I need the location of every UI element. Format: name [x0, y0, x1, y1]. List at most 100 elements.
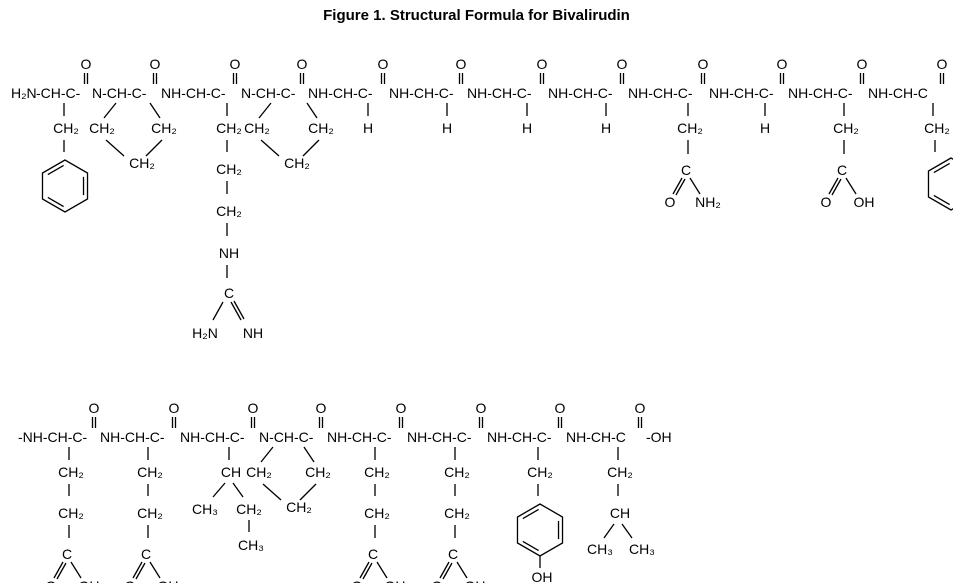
side-chain-double-bond [53, 561, 64, 579]
carbonyl-oxygen: O [857, 56, 868, 72]
methyl-group: CH₃ [192, 501, 218, 517]
backbone-pro-residue: N-CH-C- [92, 85, 147, 101]
proline-ch2: CH₂ [151, 120, 177, 136]
carbonyl-oxygen: O [555, 400, 566, 416]
bond [105, 139, 125, 157]
bond [258, 102, 272, 119]
backbone-pro-residue: N-CH-C- [241, 85, 296, 101]
side-chain-carbon: C [62, 546, 72, 562]
ring-double-bond [933, 194, 950, 206]
side-chain-ch2: CH₂ [527, 464, 553, 480]
backbone-glu-residue: NH-CH-C- [327, 429, 392, 445]
carbonyl-oxygen: O [617, 56, 628, 72]
side-chain-ch2: CH₂ [58, 464, 84, 480]
glycine-hydrogen: H [522, 120, 532, 136]
side-chain-double-bond [672, 177, 683, 195]
side-chain-ch2: CH₂ [216, 120, 242, 136]
side-chain-double-bond [675, 178, 686, 196]
backbone-pro-residue: N-CH-C- [259, 429, 314, 445]
carbonyl-oxygen: O [150, 56, 161, 72]
side-chain-carbon: C [141, 546, 151, 562]
guanidino-amine: H₂N [192, 325, 218, 341]
proline-ch2: CH₂ [246, 464, 272, 480]
side-chain-oxygen: O [125, 578, 136, 583]
side-chain-ch2: CH₂ [444, 505, 470, 521]
carbonyl-oxygen: O [937, 56, 948, 72]
backbone-glu-residue: NH-CH-C- [100, 429, 165, 445]
backbone-gly-residue: NH-CH-C- [308, 85, 373, 101]
phenol-ring [516, 503, 564, 557]
bond [689, 177, 701, 195]
side-chain-ch2: CH₂ [924, 120, 950, 136]
hydroxyl-group: OH [854, 194, 875, 210]
bond [376, 561, 388, 579]
hydroxyl-group: OH [79, 578, 100, 583]
side-chain-double-bond [828, 177, 839, 195]
glycine-hydrogen: H [442, 120, 452, 136]
backbone-ile-residue: NH-CH-C- [180, 429, 245, 445]
proline-ch2: CH₂ [284, 155, 310, 171]
carbonyl-oxygen: O [777, 56, 788, 72]
side-chain-carbon: C [837, 162, 847, 178]
side-chain-ch2: CH₂ [58, 505, 84, 521]
figure-title: Figure 1. Structural Formula for Bivalir… [323, 7, 630, 24]
carbonyl-oxygen: O [169, 400, 180, 416]
amide-group: NH₂ [695, 194, 721, 210]
backbone-gly-residue: NH-CH-C- [389, 85, 454, 101]
ring-double-bond [47, 164, 64, 176]
ring-double-bond [522, 540, 539, 552]
side-chain-ch2: CH₂ [364, 505, 390, 521]
side-chain-double-bond [439, 561, 450, 579]
side-chain-oxygen: O [432, 578, 443, 583]
side-chain-carbon: C [448, 546, 458, 562]
carbonyl-oxygen: O [456, 56, 467, 72]
side-chain-double-bond [135, 562, 146, 580]
hydroxyl-group: OH [158, 578, 179, 583]
backbone-glu-residue: NH-CH-C- [407, 429, 472, 445]
bond [260, 139, 280, 157]
side-chain-ch2: CH₂ [364, 464, 390, 480]
carbonyl-oxygen: O [537, 56, 548, 72]
backbone-phe-residue: -CH-C- [36, 85, 81, 101]
methyl-group: CH₃ [629, 541, 655, 557]
bond [845, 177, 857, 195]
side-chain-carbon: C [368, 546, 378, 562]
carbonyl-oxygen: O [698, 56, 709, 72]
ring-double-bond [933, 162, 950, 174]
side-chain-ch2: CH₂ [137, 505, 163, 521]
carbonyl-oxygen: O [635, 400, 646, 416]
backbone-asp-residue: NH-CH-C- [788, 85, 853, 101]
glycine-hydrogen: H [601, 120, 611, 136]
bond [230, 301, 242, 321]
ring-double-bond [47, 196, 64, 208]
side-chain-ch2: CH₂ [216, 203, 242, 219]
side-chain-ch2: CH₂ [216, 161, 242, 177]
side-chain-oxygen: O [665, 194, 676, 210]
backbone-gly-residue: NH-CH-C- [467, 85, 532, 101]
bond [149, 561, 161, 579]
glycine-hydrogen: H [363, 120, 373, 136]
bond [262, 483, 282, 501]
side-chain-ch2: CH₂ [137, 464, 163, 480]
bond [306, 102, 318, 119]
proline-ch2: CH₂ [308, 120, 334, 136]
carbonyl-oxygen: O [81, 56, 92, 72]
bond [70, 561, 82, 579]
backbone-tyr-residue: NH-CH-C- [487, 429, 552, 445]
side-chain-ch: CH [221, 464, 241, 480]
c-terminus-hydroxyl: -OH [646, 429, 672, 445]
side-chain-ch2: CH₂ [236, 501, 262, 517]
side-chain-oxygen: O [821, 194, 832, 210]
hydroxyl-group: OH [385, 578, 406, 583]
backbone-glu-residue: -NH-CH-C- [18, 429, 88, 445]
bond [233, 300, 245, 320]
side-chain-oxygen: O [352, 578, 363, 583]
proline-ch2: CH₂ [89, 120, 115, 136]
proline-ch2: CH₂ [286, 499, 312, 515]
bond [621, 523, 633, 539]
side-chain-double-bond [56, 562, 67, 580]
carbonyl-oxygen: O [297, 56, 308, 72]
proline-ch2: CH₂ [305, 464, 331, 480]
bond [149, 102, 161, 119]
side-chain-double-bond [132, 561, 143, 579]
